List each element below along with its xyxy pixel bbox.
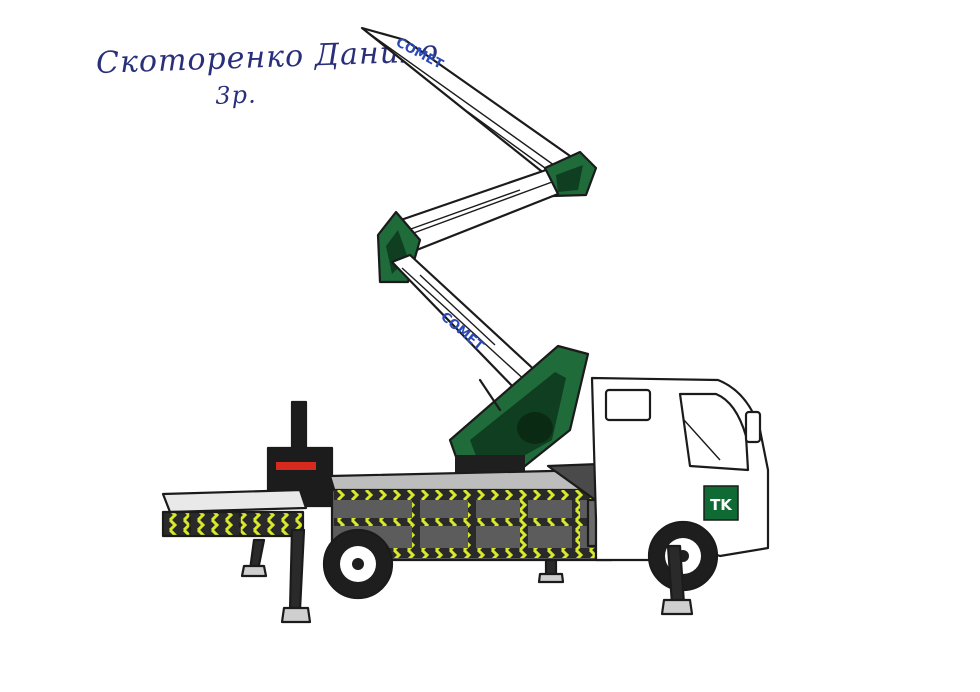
rear-outrigger-back	[240, 538, 268, 578]
rear-wheel	[322, 528, 394, 600]
lower-boom: COMET	[390, 253, 542, 394]
middle-jack	[537, 558, 565, 584]
rear-platform	[161, 488, 308, 538]
rear-outrigger-left	[280, 528, 312, 624]
upper-boom-joint	[543, 150, 598, 198]
truck-cab: TK	[590, 376, 770, 562]
cab-logo: TK	[710, 496, 733, 514]
boom-turret	[448, 344, 590, 477]
front-outrigger	[660, 544, 694, 616]
cab-logo-badge	[703, 485, 739, 521]
tail-light	[276, 462, 316, 470]
